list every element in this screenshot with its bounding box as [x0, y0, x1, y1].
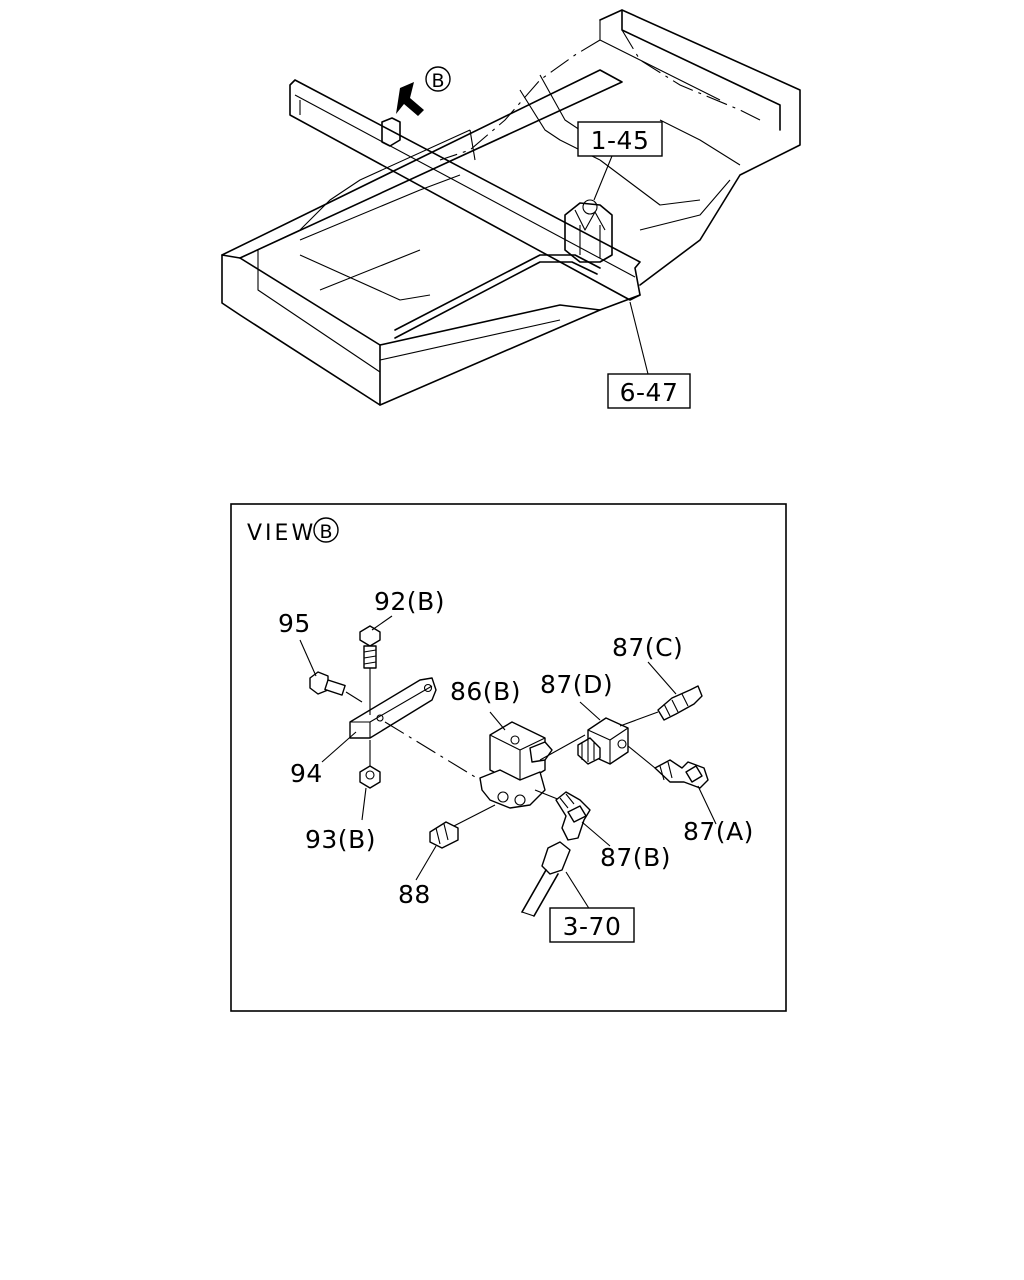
view-b-callout: B	[425, 66, 451, 92]
label-87c: 87(C)	[612, 633, 683, 662]
label-87d: 87(D)	[540, 670, 613, 699]
ref-box-6-47: 6-47	[607, 301, 691, 409]
view-title-letter: B	[319, 521, 332, 543]
label-93b: 93(B)	[305, 825, 376, 854]
label-87b: 87(B)	[600, 843, 671, 872]
label-95: 95	[278, 609, 311, 638]
ref-box-1-45: 1-45	[577, 121, 663, 201]
ref-label-3-70: 3-70	[563, 912, 622, 941]
view-arrow-icon	[396, 82, 424, 116]
label-87a: 87(A)	[683, 817, 754, 846]
label-86b: 86(B)	[450, 677, 521, 706]
label-94: 94	[290, 759, 323, 788]
view-b-detail-panel: VIEW B	[230, 503, 787, 1012]
view-title: VIEW	[247, 521, 316, 546]
chassis-frame-illustration	[221, 9, 801, 406]
view-title-circle	[313, 517, 339, 543]
label-92b: 92(B)	[374, 587, 445, 616]
ref-label-1-45: 1-45	[591, 126, 650, 155]
view-b-callout-letter: B	[431, 70, 444, 92]
label-88: 88	[398, 880, 431, 909]
ref-box-3-70: 3-70	[549, 907, 635, 943]
ref-label-6-47: 6-47	[620, 378, 679, 407]
